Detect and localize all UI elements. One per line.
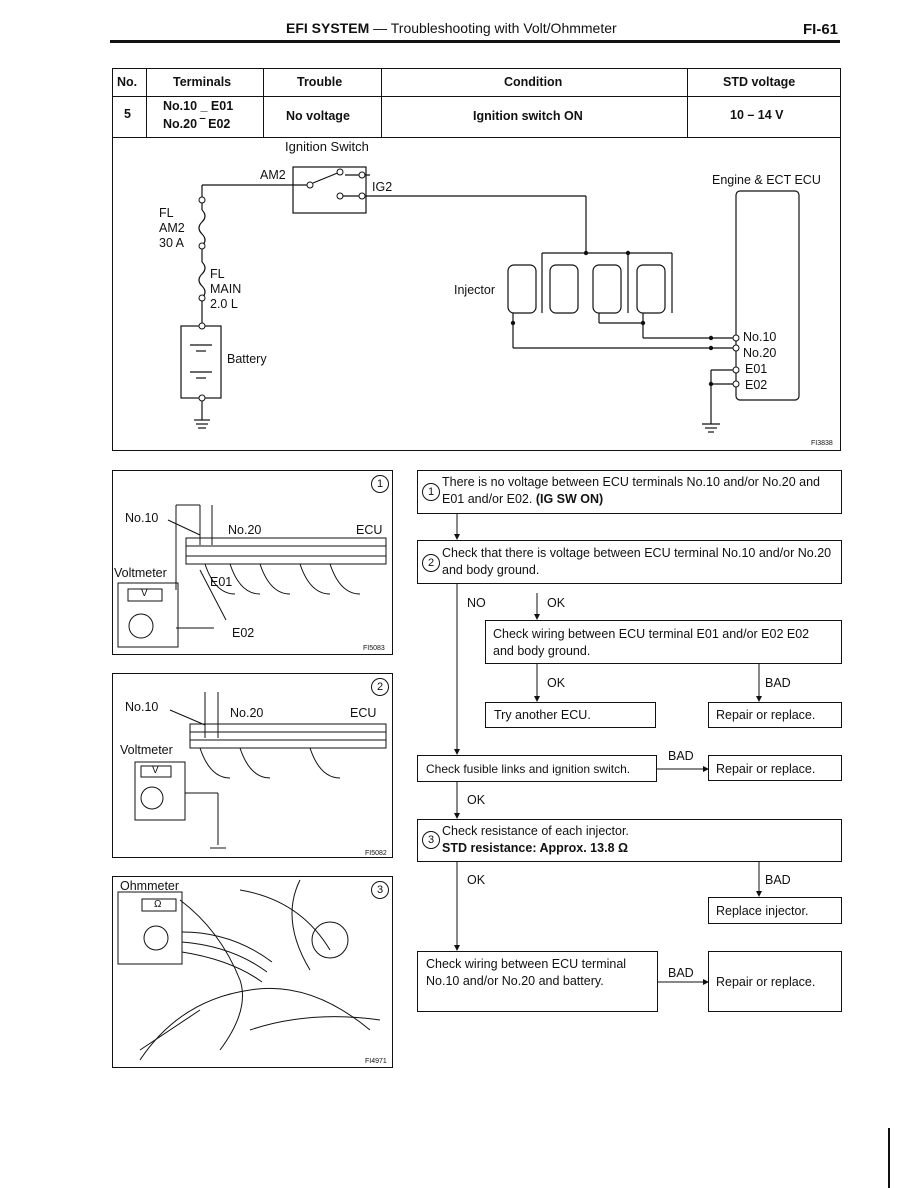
check-battery-box — [417, 951, 658, 1012]
flow-bad1: BAD — [765, 676, 791, 690]
page-title: EFI SYSTEM — Troubleshooting with Volt/O… — [286, 20, 617, 36]
check-e-box — [485, 620, 842, 664]
illus-2-no20: No.20 — [230, 706, 264, 720]
label-ignition-switch: Ignition Switch — [285, 139, 369, 154]
check-fusible-box — [417, 755, 657, 782]
label-fuse2-b: MAIN — [210, 282, 242, 296]
step2-box — [417, 540, 842, 584]
step3-text: Check resistance of each injector. — [442, 824, 629, 838]
check-battery-text: Check wiring between ECU terminal No.10 … — [426, 957, 627, 988]
illus-1-number: 1 — [371, 475, 389, 493]
illus-1-voltmeter: Voltmeter — [114, 566, 167, 580]
step1-box — [417, 470, 842, 514]
label-fuse2-a: FL — [210, 267, 225, 281]
cell-trouble: No voltage — [286, 109, 350, 123]
flow-bad2: BAD — [668, 749, 694, 763]
label-e02: E02 — [745, 378, 768, 392]
th-terminals: Terminals — [173, 75, 232, 89]
wiring-diagram — [112, 137, 841, 451]
flow-ok1: OK — [547, 596, 566, 610]
flow-ok2: OK — [547, 676, 566, 690]
illustration-2 — [112, 673, 393, 858]
replace-injector-box — [708, 897, 842, 924]
flow-ok4: OK — [467, 873, 486, 887]
illustration-1 — [112, 470, 393, 655]
label-fuse1-b: AM2 — [159, 221, 185, 235]
cell-terminals-2: No.20 ‾ E02 — [163, 117, 231, 131]
step2-text: Check that there is voltage between ECU … — [442, 546, 832, 577]
th-std-voltage: STD voltage — [723, 75, 796, 89]
label-no20: No.20 — [743, 346, 777, 360]
illus-1-e01: E01 — [210, 575, 233, 589]
illus-3-fig: FI4971 — [365, 1058, 387, 1065]
step1-number: 1 — [422, 483, 440, 501]
repair2-box — [708, 755, 842, 781]
cell-std-voltage: 10 – 14 V — [730, 108, 784, 122]
illus-1-no20: No.20 — [228, 523, 262, 537]
label-battery: Battery — [227, 352, 267, 366]
label-fuse1-c: 30 A — [159, 236, 185, 250]
repair3-box — [708, 951, 842, 1012]
cell-terminals-1: No.10 _ E01 — [163, 99, 234, 113]
flow-no: NO — [467, 596, 486, 610]
step2-number: 2 — [422, 554, 440, 572]
flow-bad4: BAD — [668, 966, 694, 980]
step3-std: STD resistance: Approx. 13.8 Ω — [442, 841, 629, 855]
cell-no: 5 — [124, 107, 131, 121]
illus-1-fig: FI5083 — [363, 645, 385, 652]
step3-number: 3 — [422, 831, 440, 849]
fig-code: FI3838 — [811, 440, 833, 447]
repair2-text: Repair or replace. — [716, 762, 816, 776]
cell-condition: Ignition switch ON — [473, 109, 583, 123]
try-ecu-box — [485, 702, 656, 728]
step1-text: There is no voltage between ECU terminal… — [442, 475, 820, 506]
replace-injector-text: Replace injector. — [716, 904, 809, 918]
label-ecu: Engine & ECT ECU — [712, 173, 821, 187]
illus-1-no10: No.10 — [125, 511, 159, 525]
flow-ok3: OK — [467, 793, 486, 807]
check-e-text: Check wiring between ECU terminal E01 an… — [493, 627, 810, 658]
illus-2-voltmeter: Voltmeter — [120, 743, 173, 757]
page-code: FI-61 — [803, 21, 839, 38]
repair3-text: Repair or replace. — [716, 975, 816, 989]
illus-2-ecu: ECU — [350, 706, 377, 720]
illus-2-number: 2 — [371, 678, 389, 696]
page-edge-mark — [888, 1128, 890, 1188]
repair1-box — [708, 702, 842, 728]
illus-3-omega: Ω — [154, 899, 162, 910]
try-ecu-text: Try another ECU. — [494, 708, 591, 722]
label-no10: No.10 — [743, 330, 777, 344]
illus-1-e02: E02 — [232, 626, 255, 640]
flow-bad3: BAD — [765, 873, 791, 887]
illus-2-fig: FI5082 — [365, 850, 387, 857]
illus-1-ecu: ECU — [356, 523, 383, 537]
label-fuse1-a: FL — [159, 206, 174, 220]
illus-3-number: 3 — [371, 881, 389, 899]
label-injector: Injector — [454, 283, 495, 297]
check-fusible-text: Check fusible links and ignition switch. — [426, 762, 631, 776]
repair1-text: Repair or replace. — [716, 708, 816, 722]
label-ig2: IG2 — [372, 180, 393, 194]
th-condition: Condition — [504, 75, 563, 89]
label-e01: E01 — [745, 362, 768, 376]
illus-3-ohmmeter: Ohmmeter — [120, 879, 180, 893]
illus-1-v: V — [141, 588, 148, 599]
illus-2-v: V — [152, 765, 159, 776]
illustration-3 — [112, 876, 393, 1068]
header-rule — [110, 40, 840, 43]
illus-2-no10: No.10 — [125, 700, 159, 714]
step3-box — [417, 819, 842, 862]
label-fuse2-c: 2.0 L — [210, 297, 238, 311]
th-no: No. — [117, 75, 138, 89]
label-am2: AM2 — [260, 168, 286, 182]
th-trouble: Trouble — [297, 75, 343, 89]
